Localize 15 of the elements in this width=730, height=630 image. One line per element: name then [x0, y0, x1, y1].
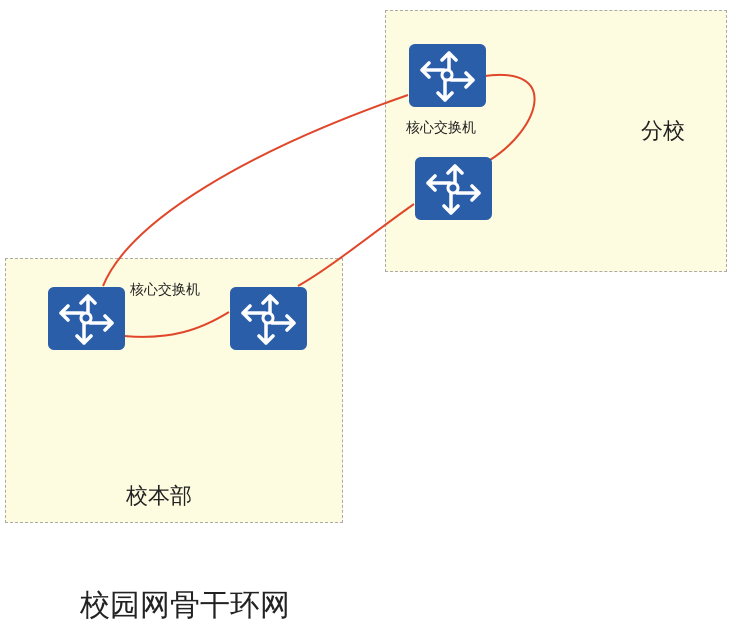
area-box — [5, 258, 343, 523]
area-label: 校本部 — [126, 483, 192, 511]
caption: 校园网骨干环网 — [80, 587, 290, 625]
switch-icon — [48, 287, 125, 350]
device-label: 核心交换机 — [130, 281, 200, 299]
switch-icon — [415, 157, 492, 220]
area-label: 分校 — [641, 118, 685, 146]
link-line — [102, 94, 408, 286]
link-line — [124, 311, 230, 338]
area-box — [385, 10, 727, 272]
switch-icon — [409, 44, 486, 107]
device-label: 核心交换机 — [406, 119, 476, 137]
link-line — [484, 74, 536, 161]
switch-icon — [230, 287, 307, 350]
link-line — [298, 203, 415, 287]
